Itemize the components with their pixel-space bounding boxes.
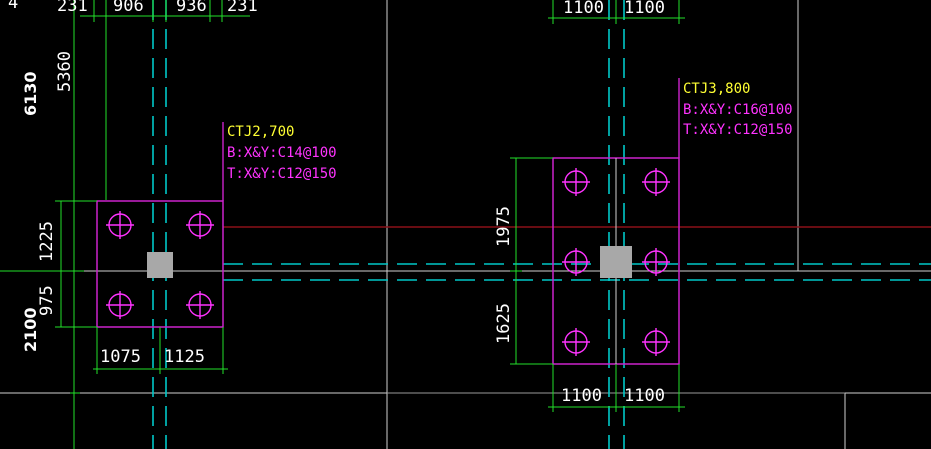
dim-left-inner: 5360 [55, 51, 75, 92]
label-ctj3-top-rebar: T:X&Y:C12@150 [683, 122, 793, 138]
dim-top-231-right: 231 [227, 0, 258, 16]
piles-ctj3 [562, 168, 670, 356]
label-ctj2-top-rebar: T:X&Y:C12@150 [227, 166, 337, 182]
dim-top-partial: 4 [8, 0, 18, 13]
footing-ctj3[interactable]: 1100 1100 1975 1625 1100 1100 CTJ3,800 B… [494, 0, 793, 412]
piles-ctj2 [106, 211, 214, 319]
label-ctj2-bottom-rebar: B:X&Y:C14@100 [227, 145, 337, 161]
top-left-dimensions [80, 0, 250, 200]
dim-ctj3-top-right: 1100 [624, 0, 665, 18]
column-ctj3 [600, 246, 632, 278]
dashed-lines [152, 0, 931, 449]
dim-ctj3-lower: 1625 [494, 303, 514, 344]
footing-ctj2[interactable]: 1225 975 1075 1125 CTJ2,700 B:X&Y:C14@10… [37, 122, 337, 374]
dim-top-936: 936 [176, 0, 207, 16]
label-ctj3-title: CTJ3,800 [683, 81, 750, 97]
dim-ctj2-lower: 975 [37, 285, 57, 316]
dims-ctj2 [55, 200, 228, 374]
dim-ctj3-top-left: 1100 [563, 0, 604, 18]
dim-ctj2-upper: 1225 [37, 221, 57, 262]
dim-ctj2-left: 1075 [100, 347, 141, 367]
label-ctj3-bottom-rebar: B:X&Y:C16@100 [683, 102, 793, 118]
label-ctj2-title: CTJ2,700 [227, 124, 294, 140]
dim-ctj3-bottom-right: 1100 [624, 386, 665, 406]
dims-ctj3 [510, 0, 685, 412]
dim-ctj3-upper: 1975 [494, 206, 514, 247]
dim-top-906: 906 [113, 0, 144, 16]
column-ctj2 [147, 252, 173, 278]
dim-top-231-left: 231 [57, 0, 88, 16]
dim-ctj3-bottom-left: 1100 [561, 386, 602, 406]
dim-left-bottom: 2100 [21, 307, 40, 352]
left-dimensions [0, 0, 84, 449]
dim-left-outer: 6130 [21, 71, 40, 116]
dim-ctj2-right: 1125 [164, 347, 205, 367]
